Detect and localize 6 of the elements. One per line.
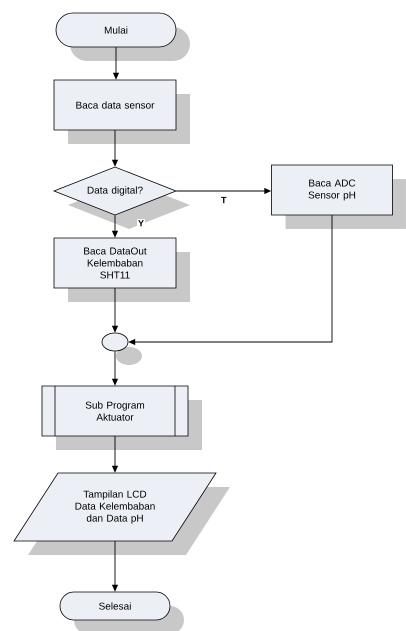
subprocess-box: Sub Program Aktuator — [42, 386, 188, 436]
connector-circle — [102, 332, 128, 352]
edge-label: T — [220, 196, 228, 204]
process-box: Baca data sensor — [54, 80, 176, 130]
process-box: Baca ADC Sensor pH — [271, 164, 393, 216]
process-box: Baca DataOut Kelembaban SHT11 — [54, 238, 176, 288]
